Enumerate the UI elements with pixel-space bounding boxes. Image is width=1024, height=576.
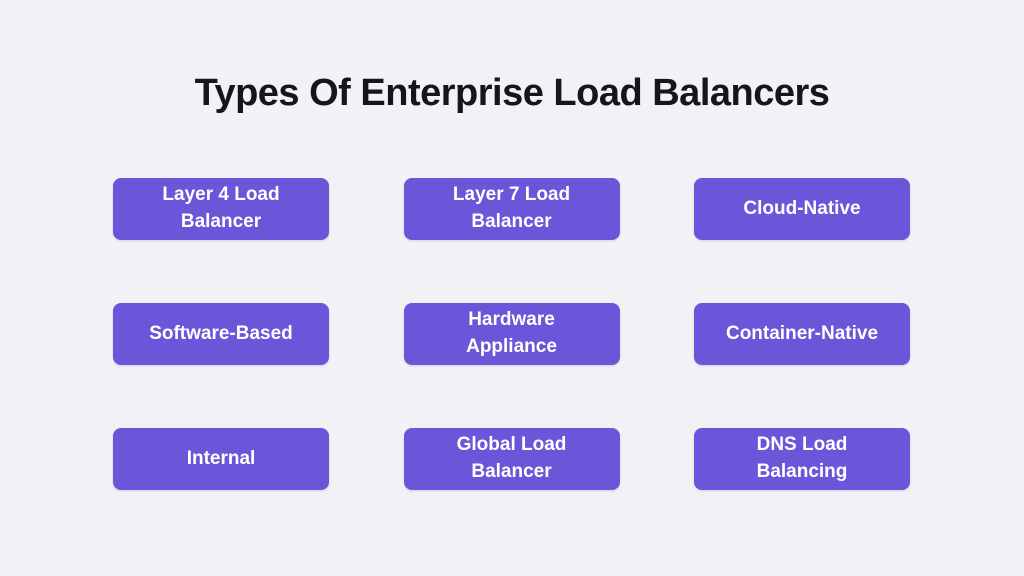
node-internal: Internal [113,428,329,490]
node-software-based: Software-Based [113,303,329,365]
load-balancer-types-grid: Layer 4 Load Balancer Layer 7 Load Balan… [113,178,910,490]
page-title: Types Of Enterprise Load Balancers [194,72,830,114]
node-dns-load-balancing: DNS Load Balancing [694,428,910,490]
node-layer-7-load-balancer: Layer 7 Load Balancer [403,178,620,240]
node-hardware-appliance: Hardware Appliance [403,303,620,365]
node-global-load-balancer: Global Load Balancer [403,428,620,490]
node-container-native: Container-Native [694,303,910,365]
node-layer-4-load-balancer: Layer 4 Load Balancer [113,178,329,240]
node-cloud-native: Cloud-Native [694,178,910,240]
